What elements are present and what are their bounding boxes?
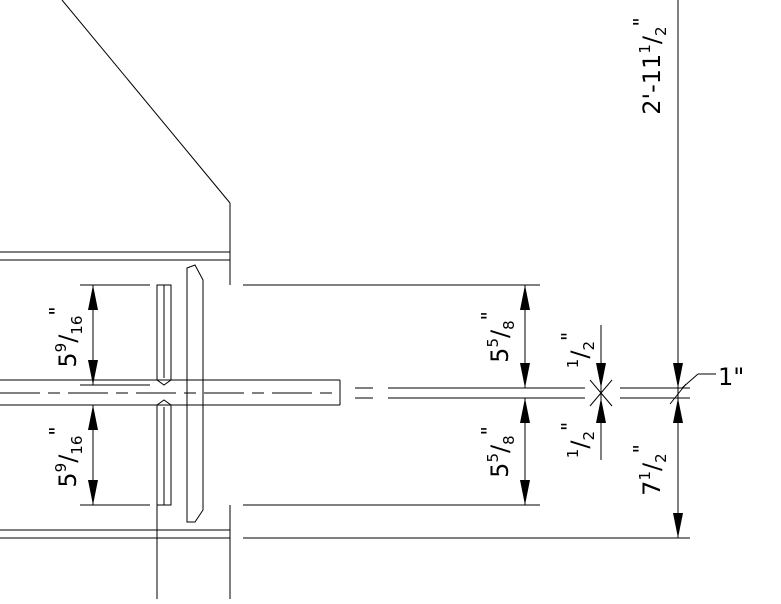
svg-text:55/8": 55/8" [477,426,518,478]
dim-label-bottom-mid: 55/8" [477,426,518,478]
flange-bottom [0,504,690,599]
svg-text:2'-111/2": 2'-111/2" [629,17,670,114]
dimension-right [669,0,716,538]
svg-text:1/2": 1/2" [557,422,598,458]
svg-text:59/16": 59/16" [45,426,86,487]
dim-label-bottom-half: 1/2" [557,422,598,458]
svg-text:59/16": 59/16" [45,306,86,367]
gusset-plate [61,0,231,285]
dimension-left [80,284,150,506]
dim-label-top-left: 59/16" [45,306,86,367]
svg-text:71/2": 71/2" [629,444,670,496]
dim-label-lower-right: 71/2" [629,444,670,496]
dim-label-overall: 2'-111/2" [629,17,670,114]
dim-label-bottom-left: 59/16" [45,426,86,487]
dimension-half [589,325,613,460]
svg-text:1/2": 1/2" [557,332,598,368]
web-plate [0,379,690,406]
stiffener-plates [156,264,204,523]
svg-text:55/8": 55/8" [477,311,518,363]
dim-label-leader: 1" [718,363,744,391]
dimension-middle [520,285,530,505]
dim-label-top-mid: 55/8" [477,311,518,363]
flange-top [0,251,540,286]
dim-label-top-half: 1/2" [557,332,598,368]
